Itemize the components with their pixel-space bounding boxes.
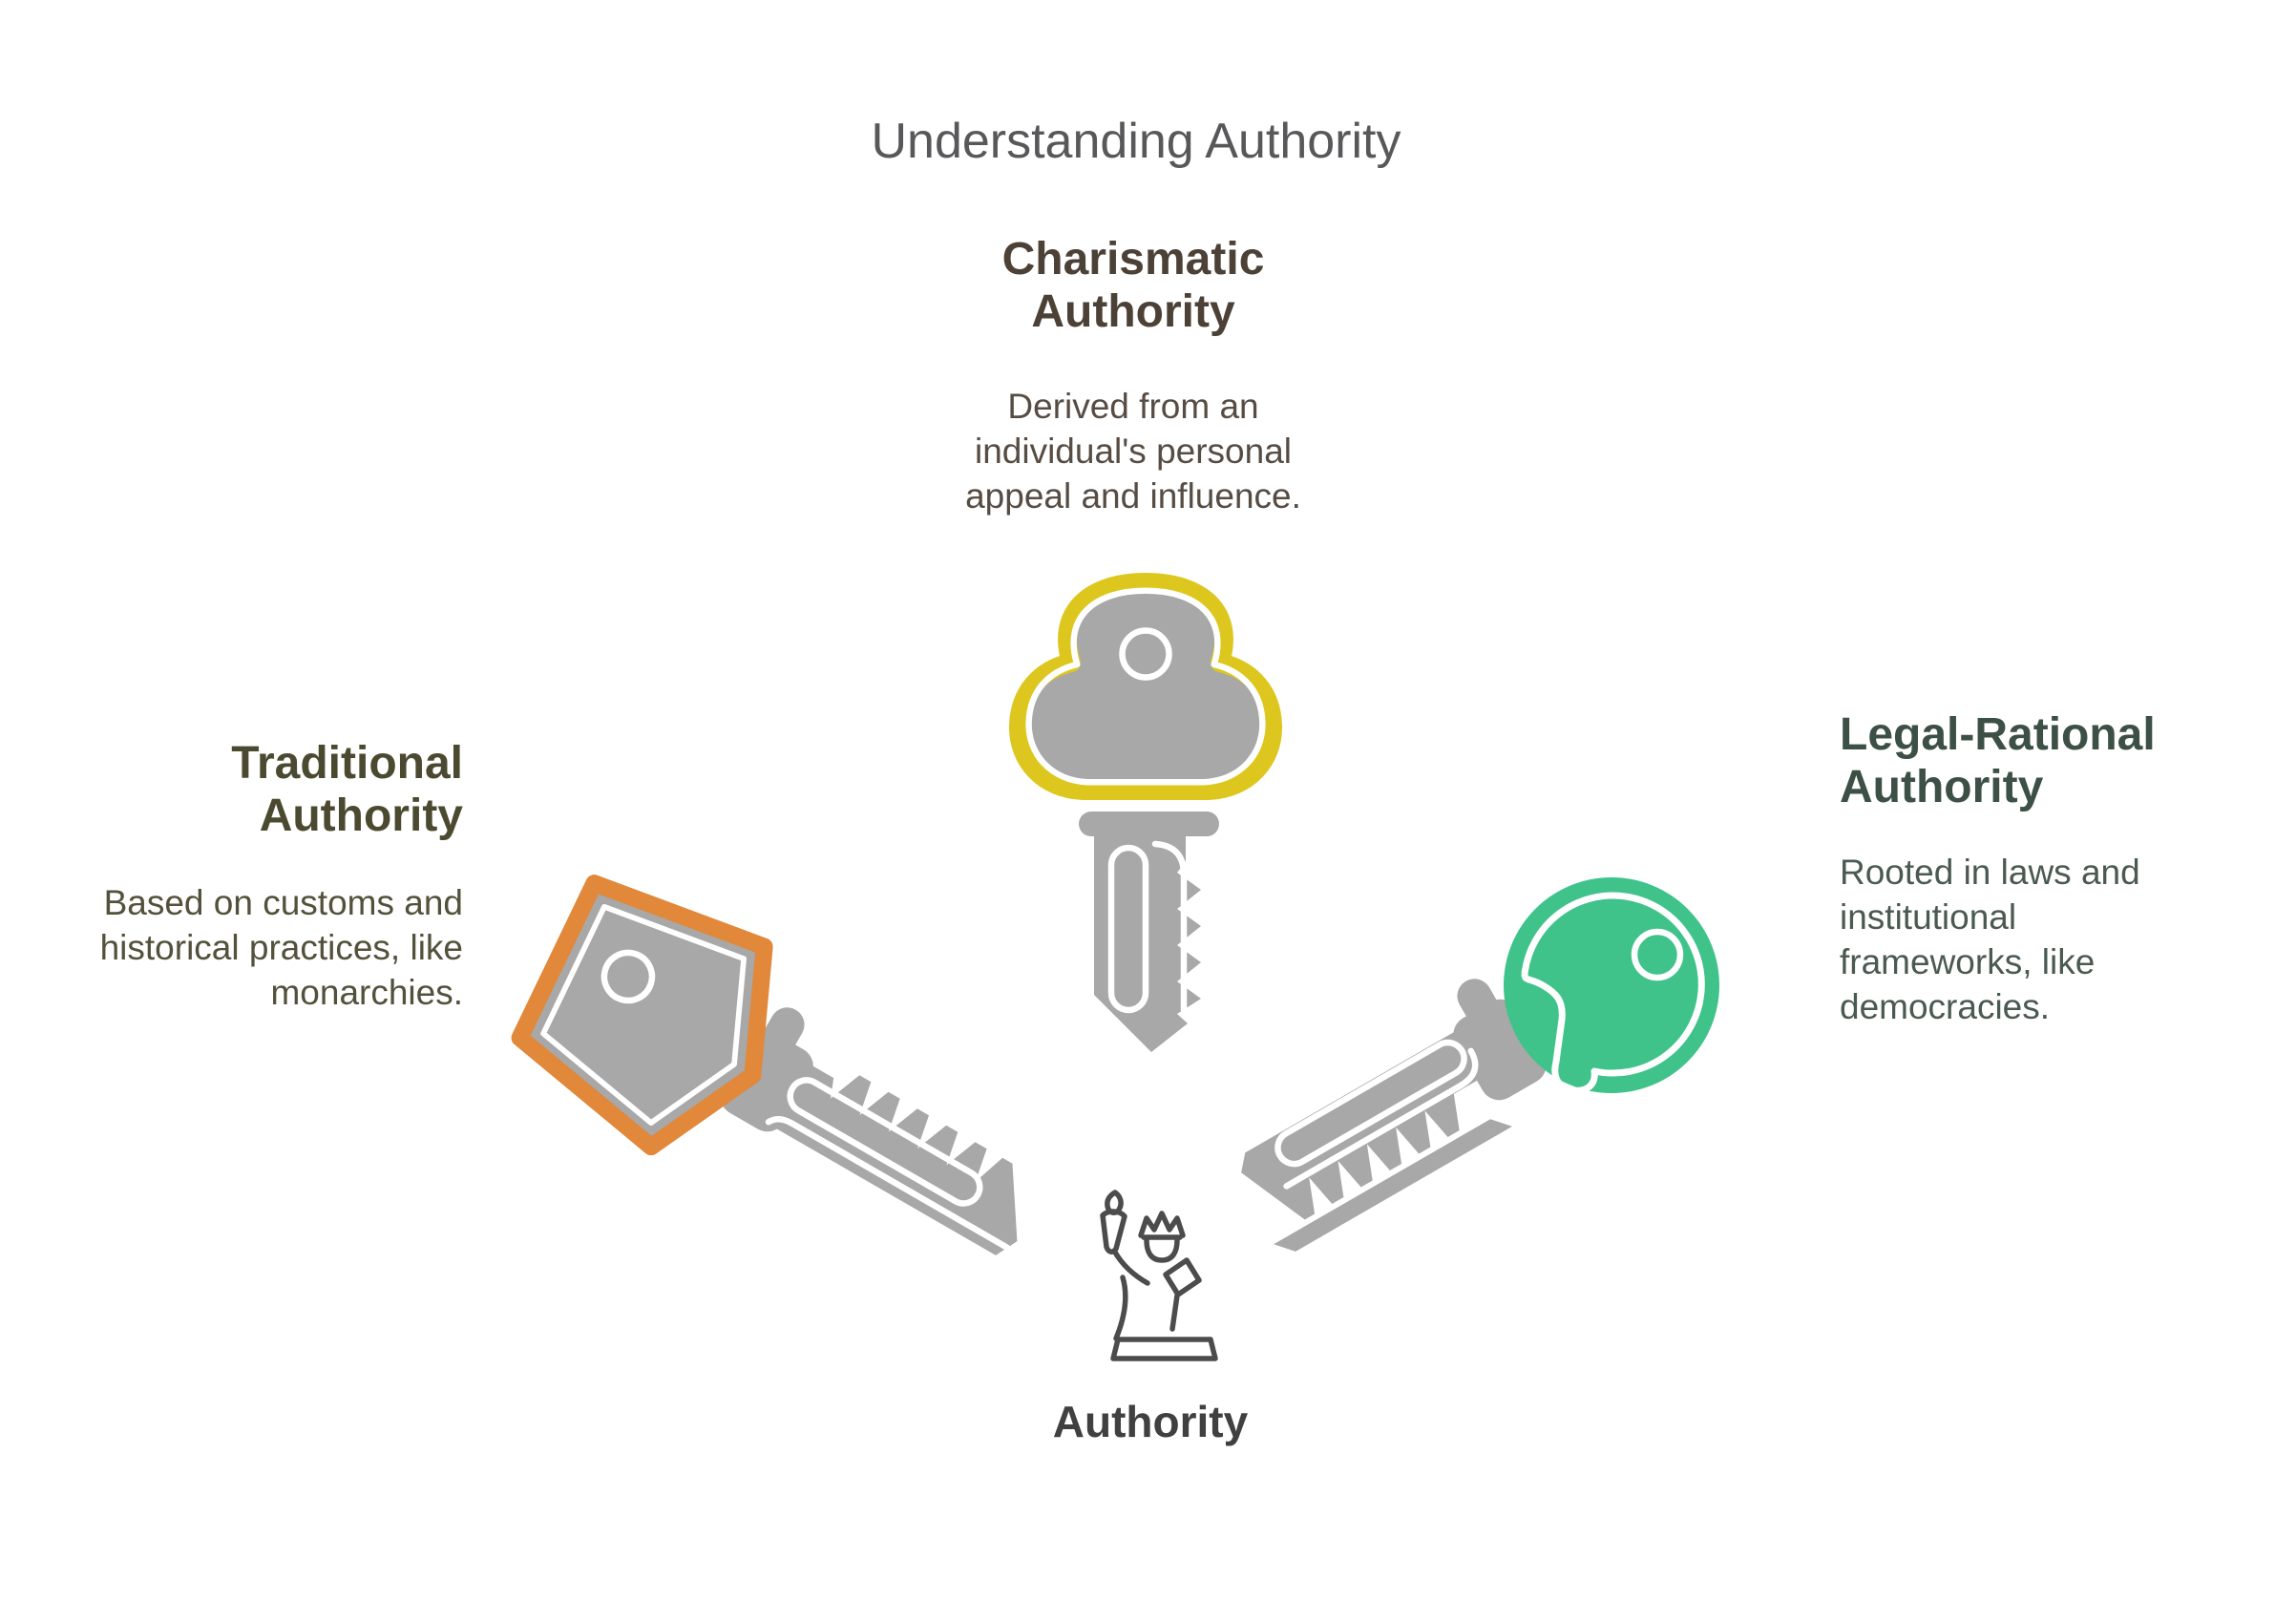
key-legal-icon (1241, 877, 1719, 1252)
charismatic-heading: Charismatic Authority (1001, 234, 1265, 337)
section-charismatic: Charismatic Authority Derived from an in… (923, 233, 1343, 518)
traditional-heading: Traditional Authority (231, 738, 463, 841)
page-title: Understanding Authority (871, 114, 1401, 169)
traditional-description: Based on customs and historical practice… (99, 883, 463, 1012)
legal-rational-description: Rooted in laws and institutional framewo… (1840, 853, 2140, 1026)
charismatic-description: Derived from an individual's personal ap… (965, 387, 1301, 516)
legal-rational-heading: Legal-Rational Authority (1840, 709, 2156, 812)
section-legal-rational: Legal-Rational Authority Rooted in laws … (1840, 708, 2250, 1029)
key-charismatic-icon (1009, 573, 1282, 1052)
key-traditional-icon (511, 875, 1018, 1255)
section-traditional: Traditional Authority Based on customs a… (81, 737, 463, 1015)
authority-label: Authority (1052, 1397, 1249, 1446)
statue-of-liberty-icon (1100, 1190, 1218, 1361)
